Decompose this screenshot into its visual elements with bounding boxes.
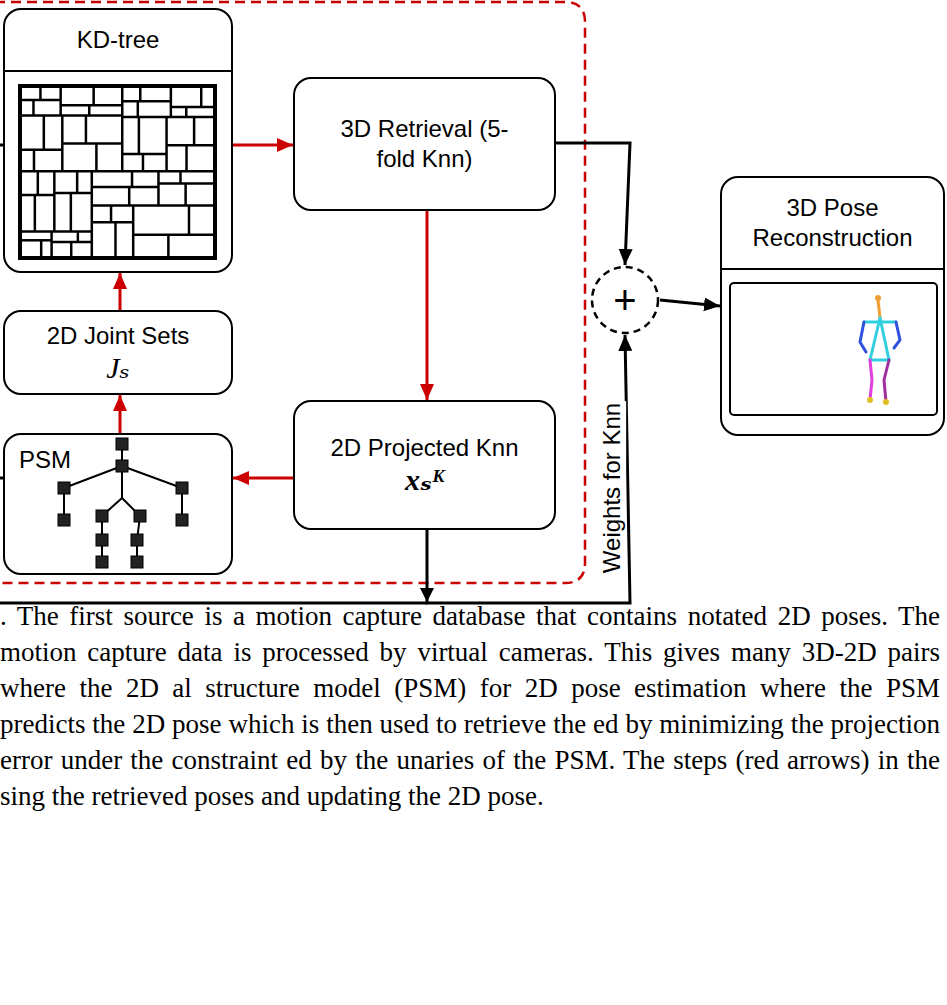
flow-arrow xyxy=(556,143,630,265)
flow-arrow xyxy=(426,211,429,400)
box-label: PSM xyxy=(19,445,217,475)
math-symbol: Jₛ xyxy=(106,351,129,385)
kd-tree-grid xyxy=(20,86,215,258)
box-label: 3D Retrieval (5-fold Knn) xyxy=(337,114,512,174)
psm-tree xyxy=(58,438,188,568)
box-header: KD-tree xyxy=(5,10,231,72)
pose-viewport xyxy=(730,283,937,415)
box-label: 2D Projected Knn xyxy=(330,433,518,463)
model-box: PSM xyxy=(3,433,233,575)
box-label: KD-tree xyxy=(77,25,160,55)
sum-junction: + xyxy=(590,265,660,335)
process-box: 2D Projected Knnxₛᴷ xyxy=(293,400,556,530)
box-label: + xyxy=(613,280,636,320)
stick-figure xyxy=(860,295,900,405)
edge-label: Weights for Knn xyxy=(598,401,626,575)
math-symbol: xₛᴷ xyxy=(405,463,444,497)
process-box: 3D Retrieval (5-fold Knn) xyxy=(293,77,556,211)
process-box: 2D Joint SetsJₛ xyxy=(3,310,233,395)
flow-arrow xyxy=(233,477,293,480)
flow-arrow xyxy=(427,335,630,603)
box-header: 3D Pose Reconstruction xyxy=(722,178,943,270)
iteration-region xyxy=(0,2,585,583)
figure-caption: . The first source is a motion capture d… xyxy=(0,598,940,814)
box-label: 2D Joint Sets xyxy=(47,321,190,351)
flow-arrow xyxy=(119,395,122,433)
flow-arrow xyxy=(233,144,293,147)
flow-arrow xyxy=(119,273,122,310)
flow-arrow xyxy=(660,300,720,306)
box-label: 3D Pose Reconstruction xyxy=(732,193,933,253)
index-box: KD-tree xyxy=(3,8,233,273)
output-box: 3D Pose Reconstruction xyxy=(720,176,945,436)
